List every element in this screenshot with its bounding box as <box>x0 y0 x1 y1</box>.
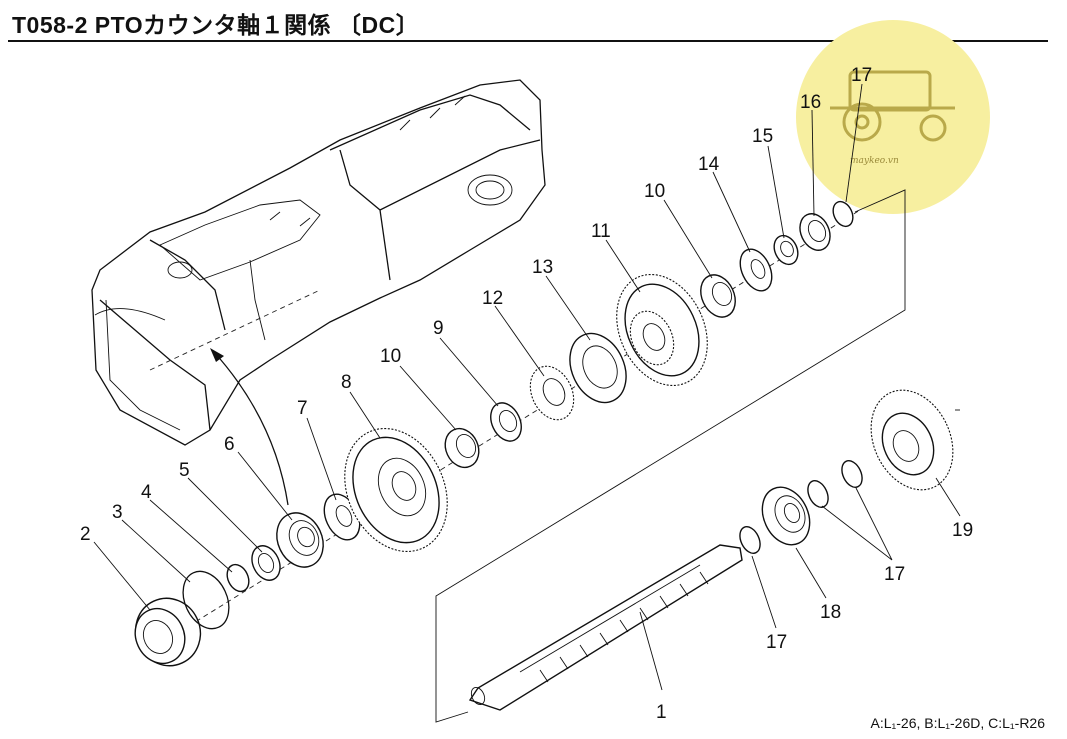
part-17-circlip-right-a <box>807 480 829 508</box>
callout-11: 11 <box>591 221 611 242</box>
leader-lines <box>93 83 961 691</box>
callout-14: 14 <box>698 154 720 175</box>
callout-18: 18 <box>820 602 841 623</box>
callout-6: 6 <box>224 434 235 455</box>
watermark-text: maykeo.vn <box>850 156 899 166</box>
part-17-circlip-lower <box>739 526 761 554</box>
part-14-thrust-washer <box>739 248 773 292</box>
callout-17-bottom: 17 <box>766 632 787 653</box>
part-6-bearing <box>276 512 324 568</box>
transmission-case <box>91 79 546 446</box>
callout-4: 4 <box>141 482 152 503</box>
part-10-needle-bearing-left <box>444 427 480 469</box>
part-8-large-gear <box>344 428 448 552</box>
part-16-bearing <box>799 213 831 251</box>
title-underline <box>8 40 1048 42</box>
part-17-circlip-right-b <box>841 460 863 488</box>
callout-17-top: 17 <box>851 65 872 86</box>
part-15-collar <box>773 234 799 266</box>
callout-16: 16 <box>800 92 821 113</box>
part-13-coupler <box>569 332 627 404</box>
part-12-small-gear <box>529 365 575 421</box>
callout-13: 13 <box>532 257 553 278</box>
part-4-circlip <box>226 563 250 593</box>
callout-5: 5 <box>179 460 190 481</box>
arrowhead <box>210 348 224 362</box>
callout-3: 3 <box>112 502 123 523</box>
callout-7: 7 <box>297 398 308 419</box>
part-10-needle-bearing-right <box>700 274 736 318</box>
model-applicability-note: A:L₁-26, B:L₁-26D, C:L₁-R26 <box>870 715 1045 731</box>
callout-2: 2 <box>80 524 91 545</box>
part-19-end-gear <box>870 389 960 491</box>
part-5-collar <box>251 545 281 581</box>
callout-12: 12 <box>482 288 503 309</box>
callout-8: 8 <box>341 372 352 393</box>
part-3-o-ring <box>182 570 230 630</box>
callout-10-left: 10 <box>380 346 401 367</box>
part-1-counter-shaft <box>468 544 743 711</box>
part-17-circlip-top <box>832 200 854 228</box>
watermark-logo: maykeo.vn <box>796 20 990 214</box>
callout-15: 15 <box>752 126 773 147</box>
part-11-large-gear <box>616 273 708 387</box>
insertion-arrow <box>213 351 289 506</box>
callout-9: 9 <box>433 318 444 339</box>
part-9-collar <box>490 402 522 442</box>
page-title: T058-2 PTOカウンタ軸１関係 〔DC〕 <box>12 12 420 38</box>
callout-10-right: 10 <box>644 181 665 202</box>
callout-1: 1 <box>656 702 667 723</box>
callout-19: 19 <box>952 520 973 541</box>
callout-17-right: 17 <box>884 564 905 585</box>
group-bracket <box>435 189 906 723</box>
part-2-cover <box>134 597 202 667</box>
callout-labels: 2 3 4 5 6 7 8 10 9 12 13 11 10 14 15 16 … <box>80 65 973 723</box>
part-18-bearing <box>761 486 811 546</box>
